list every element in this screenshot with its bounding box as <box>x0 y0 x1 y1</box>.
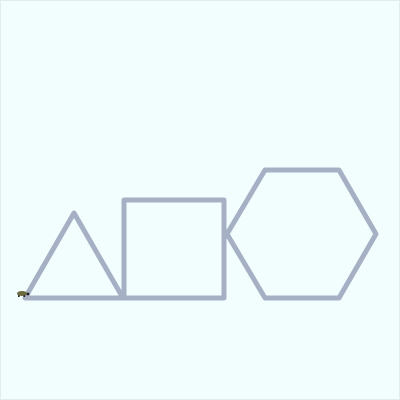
triangle-shape <box>22 210 126 301</box>
turtle-icon <box>17 291 30 297</box>
hexagon-shape <box>224 167 379 301</box>
square-shape <box>121 197 227 301</box>
